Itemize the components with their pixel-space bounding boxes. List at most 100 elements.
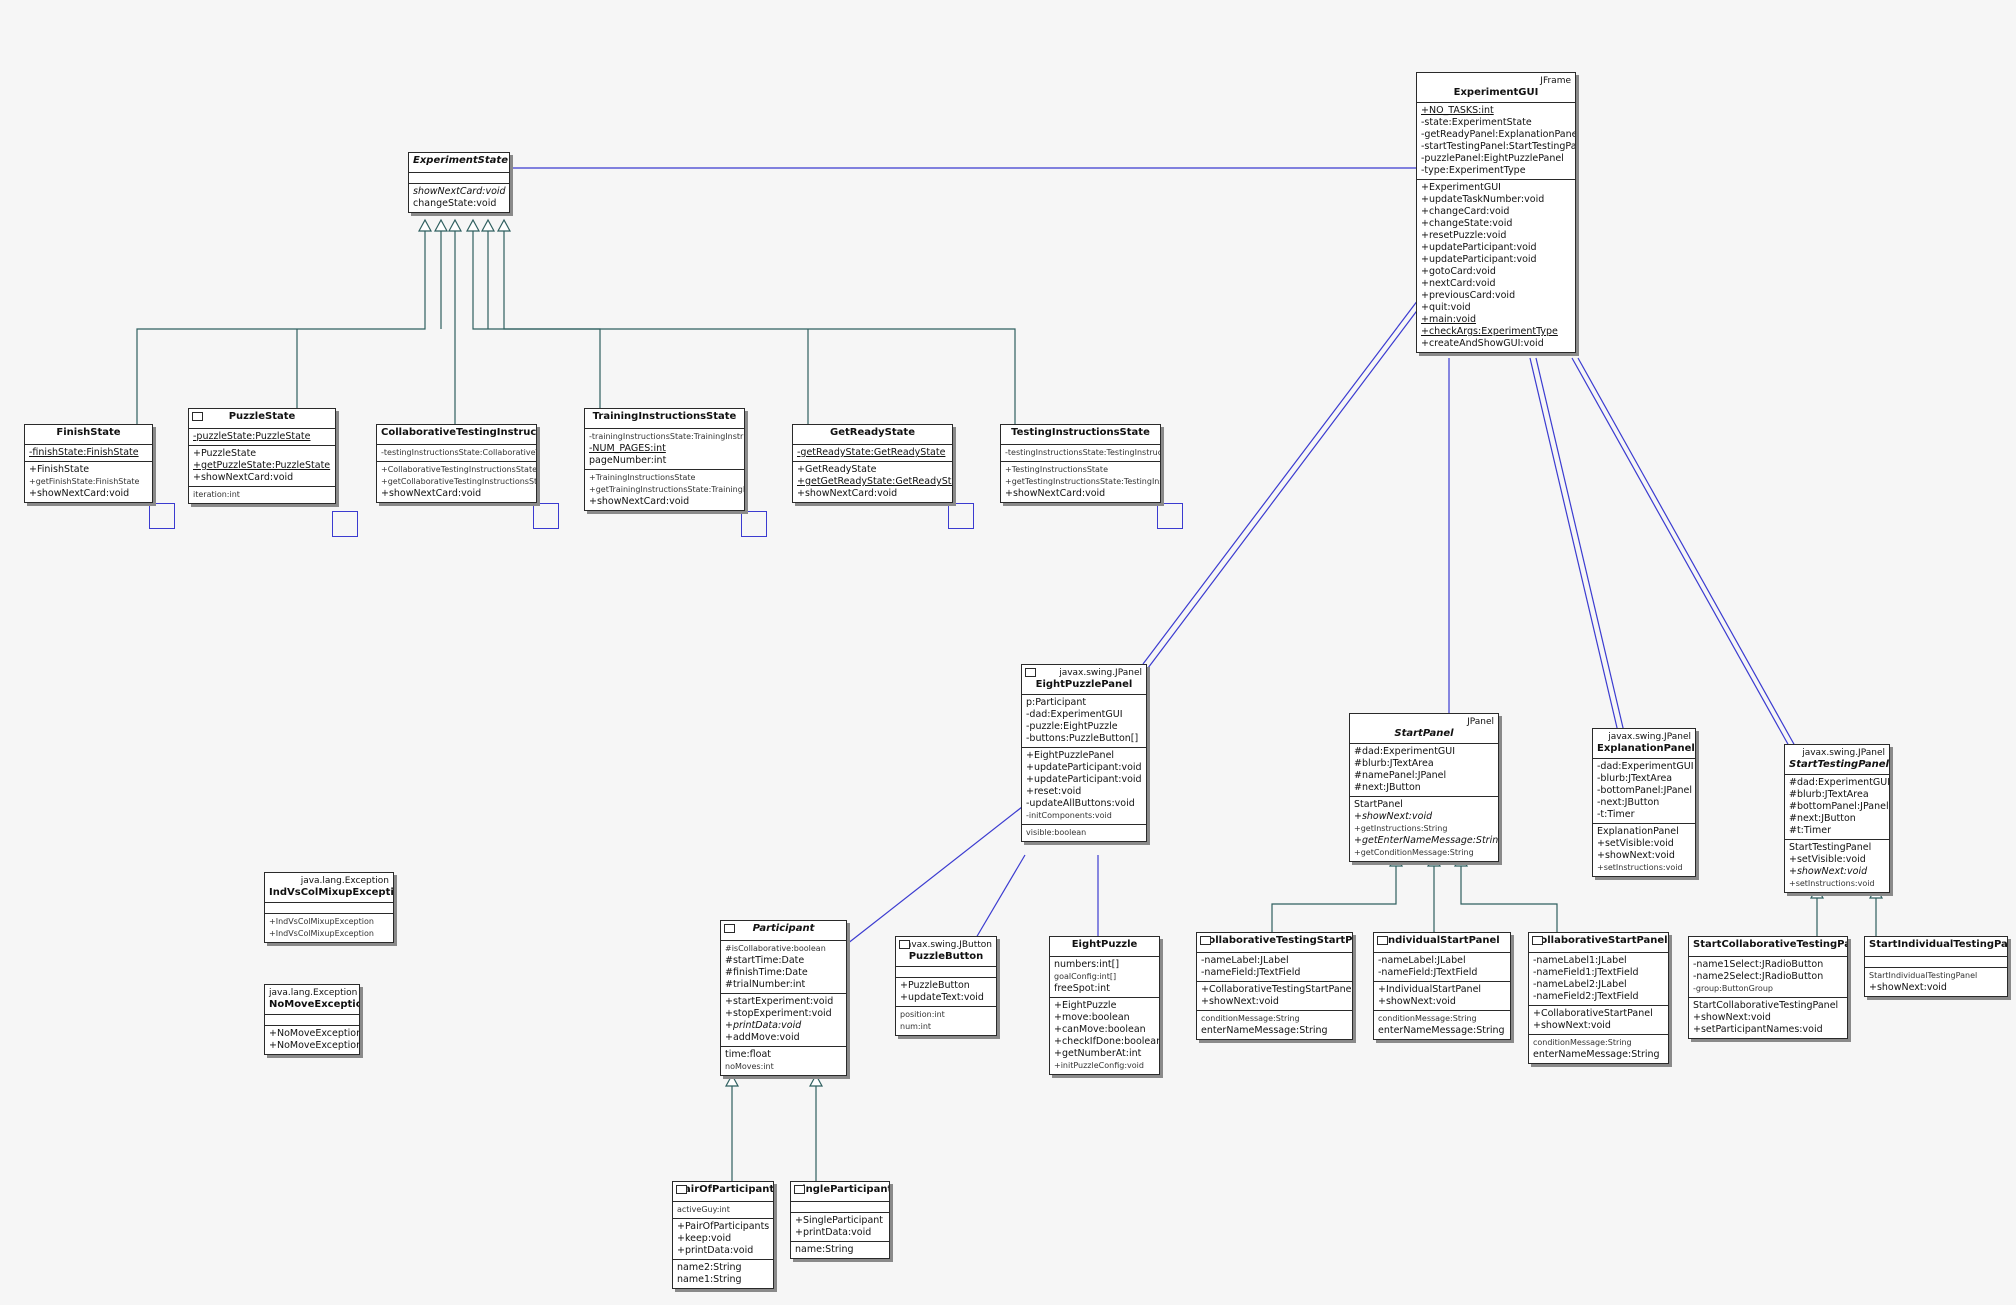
class-operation: +setInstructions:void xyxy=(1597,863,1683,872)
class-training-instructions-state[interactable]: TrainingInstructionsState-trainingInstru… xyxy=(584,408,745,511)
class-operation: +PuzzleButton xyxy=(900,980,970,991)
class-header: CollaborativeTestingStartP… xyxy=(1197,933,1352,953)
package-icon xyxy=(676,1185,687,1194)
properties-compartment: iteration:int xyxy=(189,487,335,503)
class-start-individual-testing-panel[interactable]: StartIndividualTestingPanelStartIndividu… xyxy=(1864,936,2008,997)
association-gui-puzzlepanel-a xyxy=(1142,299,1419,665)
class-attribute: position:int xyxy=(900,1010,945,1019)
class-operation: +reset:void xyxy=(1026,786,1082,797)
class-attribute: pageNumber:int xyxy=(589,455,667,466)
class-name: TrainingInstructionsState xyxy=(592,411,737,422)
class-finish-state[interactable]: FinishState-finishState:FinishState+Fini… xyxy=(24,424,153,503)
class-operation: +updateParticipant:void xyxy=(1421,254,1537,265)
class-attribute: -nameField:JTextField xyxy=(1378,967,1478,978)
class-testing-instructions-state[interactable]: TestingInstructionsState-testingInstruct… xyxy=(1000,424,1161,503)
class-attribute: time:float xyxy=(725,1049,772,1060)
attributes-compartment: -nameLabel:JLabel-nameField:JTextField xyxy=(1374,953,1510,982)
association-puzzlepanel-button xyxy=(975,854,1026,939)
attributes-compartment: #dad:ExperimentGUI#blurb:JTextArea#nameP… xyxy=(1350,744,1498,797)
class-header: FinishState xyxy=(25,425,152,445)
class-header: PuzzleState xyxy=(189,409,335,429)
class-participant[interactable]: Participant#isCollaborative:boolean#star… xyxy=(720,920,847,1076)
class-stereotype: javax.swing.JButton xyxy=(903,940,992,950)
class-operation: +getTestingInstructionsState:TestingInst… xyxy=(1005,477,1161,486)
class-collaborative-start-panel[interactable]: CollaborativeStartPanel-nameLabel1:JLabe… xyxy=(1528,932,1669,1064)
class-stereotype: JFrame xyxy=(1540,76,1571,86)
class-name: StartTestingPanel xyxy=(1789,759,1889,770)
class-operation: +getConditionMessage:String xyxy=(1354,848,1474,857)
attributes-compartment xyxy=(265,903,393,914)
class-attribute: -next:JButton xyxy=(1597,797,1660,808)
class-operation: +FinishState xyxy=(29,464,90,475)
class-attribute: #next:JButton xyxy=(1354,782,1421,793)
class-attribute: enterNameMessage:String xyxy=(1533,1049,1660,1060)
class-header: CollaborativeTestingInstructi… xyxy=(377,425,536,445)
class-attribute: #startTime:Date xyxy=(725,955,805,966)
class-name: IndividualStartPanel xyxy=(1384,935,1500,946)
generalization-training xyxy=(472,231,601,412)
operations-compartment: StartTestingPanel+setVisible:void+showNe… xyxy=(1785,840,1889,892)
operations-compartment: +IndividualStartPanel+showNext:void xyxy=(1374,982,1510,1011)
attributes-compartment xyxy=(896,967,996,978)
class-stereotype: java.lang.Exception xyxy=(300,876,389,886)
class-attribute: +NO_TASKS:int xyxy=(1421,105,1494,116)
class-operation: +updateTaskNumber:void xyxy=(1421,194,1545,205)
class-operation: +CollaborativeTestingInstructionsState xyxy=(381,465,537,474)
package-icon xyxy=(1532,936,1543,945)
class-attribute: -testingInstructionsState:TestingInstruc… xyxy=(1005,448,1161,457)
class-operation: StartIndividualTestingPanel xyxy=(1869,971,1978,980)
class-individual-start-panel[interactable]: IndividualStartPanel -nameLabel:JLabel-na… xyxy=(1373,932,1511,1040)
class-name: PuzzleButton xyxy=(908,951,984,962)
class-attribute: num:int xyxy=(900,1022,932,1031)
class-attribute: #t:Timer xyxy=(1789,825,1832,836)
class-start-collaborative-testing-panel[interactable]: StartCollaborativeTestingPan…-name1Selec… xyxy=(1688,936,1848,1039)
class-operation: +checkIfDone:boolean xyxy=(1054,1036,1160,1047)
class-operation: StartCollaborativeTestingPanel xyxy=(1693,1000,1839,1011)
package-icon xyxy=(794,1185,805,1194)
class-name: Participant xyxy=(752,923,815,934)
class-name: EightPuzzlePanel xyxy=(1035,679,1133,690)
class-operation: +getFinishState:FinishState xyxy=(29,477,140,486)
class-attribute: #trialNumber:int xyxy=(725,979,806,990)
class-puzzle-state[interactable]: PuzzleState-puzzleState:PuzzleState+Puzz… xyxy=(188,408,336,504)
class-collaborative-testing-instructions-state[interactable]: CollaborativeTestingInstructi… -testingIn… xyxy=(376,424,537,503)
class-operation: ExplanationPanel xyxy=(1597,826,1679,837)
class-single-participant[interactable]: SingleParticipant +SingleParticipant+prin… xyxy=(790,1181,890,1259)
class-operation: StartTestingPanel xyxy=(1789,842,1872,853)
class-name: CollaborativeTestingInstructi… xyxy=(381,427,537,438)
class-operation: +updateParticipant:void xyxy=(1421,242,1537,253)
operations-compartment: +SingleParticipant+printData:void xyxy=(791,1213,889,1242)
class-operation: +TestingInstructionsState xyxy=(1005,465,1108,474)
self-association-loop xyxy=(948,503,974,529)
class-operation: +stopExperiment:void xyxy=(725,1008,832,1019)
class-attribute: #dad:ExperimentGUI xyxy=(1789,777,1890,788)
class-name: SingleParticipant xyxy=(795,1184,890,1195)
class-operation: +setInstructions:void xyxy=(1789,879,1875,888)
class-attribute: -nameField:JTextField xyxy=(1201,967,1301,978)
class-collaborative-testing-start-panel[interactable]: CollaborativeTestingStartP…-nameLabel:JL… xyxy=(1196,932,1353,1040)
class-name: FinishState xyxy=(56,427,121,438)
attributes-compartment xyxy=(791,1202,889,1213)
class-get-ready-state[interactable]: GetReadyState-getReadyState:GetReadyStat… xyxy=(792,424,953,503)
attributes-compartment: -testingInstructionsState:CollaborativeT… xyxy=(377,445,536,462)
class-attribute: -name1Select:JRadioButton xyxy=(1693,959,1824,970)
association-gui-explanation-b xyxy=(1535,357,1625,733)
generalization-collab-testing-start xyxy=(1271,866,1397,932)
generalization-testing-instr xyxy=(503,231,1016,425)
class-attribute: #bottomPanel:JPanel xyxy=(1789,801,1889,812)
class-operation: +NoMoveException xyxy=(269,1028,360,1039)
class-operation: +showNext:void xyxy=(1354,811,1433,822)
